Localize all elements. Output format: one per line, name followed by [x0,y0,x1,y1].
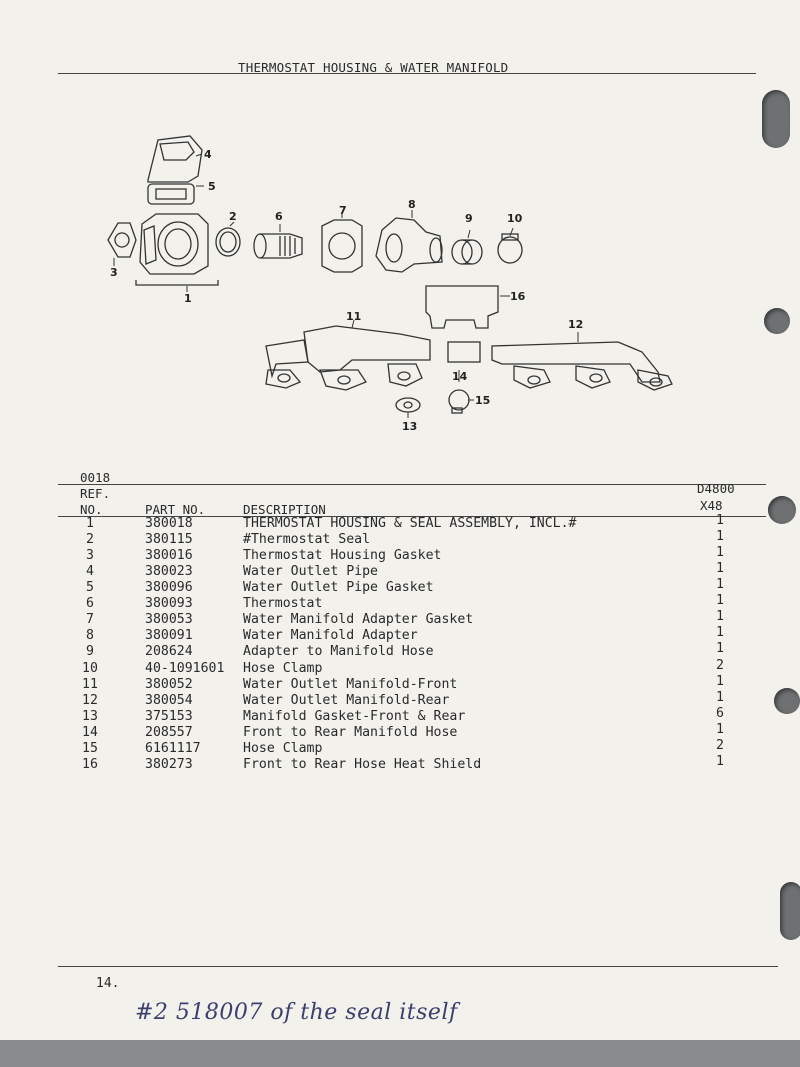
page-number: 14. [96,976,120,991]
callout-6: 6 [275,210,283,223]
part-rear-manifold-hose [447,341,481,363]
callout-13: 13 [402,420,417,433]
exploded-parts-diagram: 4 5 3 2 6 7 8 9 10 16 11 12 14 15 13 1 [107,135,673,433]
callout-7: 7 [339,204,347,217]
section-code: 0018 [80,470,111,485]
table-header-rule [58,516,766,517]
binder-hole [774,688,800,714]
callout-1: 1 [184,292,192,305]
callout-4: 4 [204,148,212,161]
callout-14: 14 [452,370,468,383]
part-manifold-gasket [395,397,421,413]
part-heat-shield [425,285,499,329]
binder-hole [764,308,790,334]
background-surface [0,1040,800,1067]
qty-header: X48 [700,498,723,513]
callout-12: 12 [568,318,583,331]
part-no-header: PART NO. [145,502,206,517]
description-header: DESCRIPTION [243,502,326,517]
part-adapter-hose [451,239,483,265]
part-water-outlet-pipe [147,135,203,183]
callout-3: 3 [110,266,118,279]
handwritten-note: #2 518007 of the seal itself [135,1000,458,1025]
part-manifold-rear [491,341,673,391]
ref-header-line2: NO. [80,502,103,517]
ref-header-line1: REF. [80,486,111,501]
callout-2: 2 [229,210,237,223]
footer-rule [58,966,778,967]
part-manifold-front [265,325,431,391]
part-water-manifold-adapter [375,217,443,273]
callout-8: 8 [408,198,416,211]
model-header: D4800 [697,481,735,496]
part-water-outlet-gasket [147,183,195,205]
callout-9: 9 [465,212,473,225]
binder-hole [768,496,796,524]
part-hose-clamp-small [448,389,470,414]
page-title: THERMOSTAT HOUSING & WATER MANIFOLD [238,60,509,75]
callout-5: 5 [208,180,216,193]
part-thermostat [253,233,303,259]
part-thermostat-seal [215,227,241,257]
binder-hole [762,90,790,148]
title-rule [58,73,756,74]
callout-10: 10 [507,212,523,225]
binder-hole [780,882,800,940]
part-water-manifold-adapter-gasket [321,219,363,273]
callout-15: 15 [475,394,490,407]
table-top-rule [58,484,766,485]
part-thermostat-housing [135,213,219,286]
part-hose-clamp [497,233,523,264]
callout-16: 16 [510,290,526,303]
callout-11: 11 [346,310,361,323]
part-thermostat-housing-gasket [107,222,137,258]
